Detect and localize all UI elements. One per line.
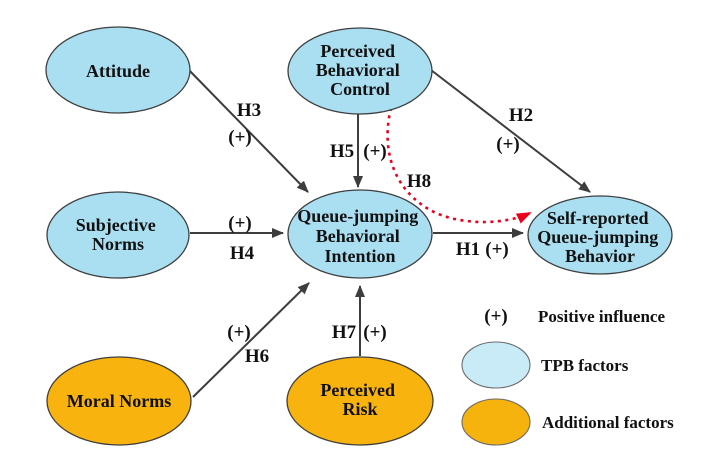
legend-tpb-ellipse [461, 341, 531, 389]
node-queue-jumping-behavioral-intention: Queue-jumping Behavioral Intention [287, 189, 433, 279]
legend: (+) Positive influence TPB factors Addit… [461, 306, 674, 446]
edge-h3-label: H3 [237, 100, 261, 121]
node-self-reported-queue-jumping-behavior-label: Self-reported Queue-jumping Behavior [537, 208, 663, 266]
edge-h8-label: H8 [407, 171, 431, 192]
node-moral-norms-label: Moral Norms [67, 391, 171, 411]
edge-h6-label: H6 [245, 346, 269, 367]
edge-h1-sign: (+) [485, 239, 508, 260]
node-perceived-behavioral-control-ellipse [287, 27, 433, 115]
node-queue-jumping-behavioral-intention-ellipse [287, 189, 433, 279]
legend-additional-label: Additional factors [542, 413, 674, 432]
edge-h5-sign: (+) [363, 141, 386, 162]
node-perceived-risk-label: Perceived Risk [320, 380, 399, 419]
edge-h2-arrow [430, 69, 591, 193]
node-perceived-behavioral-control: Perceived Behavioral Control [287, 27, 433, 115]
edge-h2-sign: (+) [496, 134, 519, 155]
edge-h4-sign: (+) [228, 213, 251, 234]
node-self-reported-queue-jumping-behavior-ellipse [527, 195, 673, 275]
edge-h3-sign: (+) [228, 127, 251, 148]
node-perceived-risk-ellipse [286, 356, 434, 446]
node-attitude: Attitude [45, 26, 191, 114]
edge-h6-arrow [192, 282, 310, 398]
node-self-reported-queue-jumping-behavior: Self-reported Queue-jumping Behavior [527, 195, 673, 275]
legend-additional-ellipse [461, 398, 531, 446]
edge-h3-arrow [185, 66, 309, 193]
edge-h4-label: H4 [230, 243, 255, 264]
edge-h7-label: H7 [332, 322, 357, 343]
node-queue-jumping-behavioral-intention-label: Queue-jumping Behavioral Intention [297, 206, 423, 266]
edge-h6-sign: (+) [227, 322, 250, 343]
edge-h7-sign: (+) [363, 322, 386, 343]
edge-h2-label: H2 [509, 105, 533, 126]
node-moral-norms: Moral Norms [46, 356, 192, 446]
node-attitude-ellipse [45, 26, 191, 114]
node-subjective-norms-label: Subjective Norms [76, 215, 161, 254]
legend-positive-label: Positive influence [538, 307, 665, 326]
node-subjective-norms-ellipse [46, 191, 190, 279]
legend-tpb-label: TPB factors [541, 356, 629, 375]
node-attitude-label: Attitude [86, 61, 150, 81]
edge-h5-label: H5 [330, 141, 354, 162]
node-perceived-behavioral-control-label: Perceived Behavioral Control [316, 41, 405, 99]
node-moral-norms-ellipse [46, 356, 192, 446]
node-perceived-risk: Perceived Risk [286, 356, 434, 446]
edge-h1-label: H1 [456, 239, 480, 260]
legend-positive-symbol: (+) [484, 306, 507, 327]
node-subjective-norms: Subjective Norms [46, 191, 190, 279]
